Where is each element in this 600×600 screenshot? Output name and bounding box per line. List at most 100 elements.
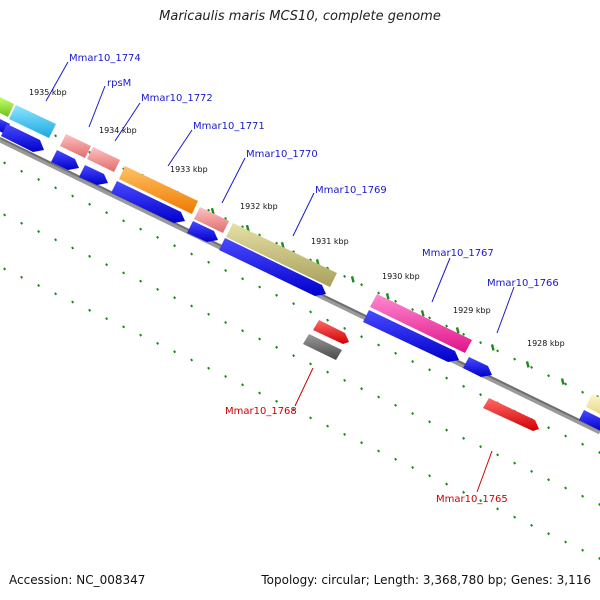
gene-label[interactable]: Mmar10_1770 — [246, 149, 318, 160]
gene-label[interactable]: Mmar10_1768 — [225, 406, 297, 417]
tick-dot — [37, 283, 41, 288]
tick-dot — [445, 324, 449, 328]
scale-label: 1934 kbp — [99, 126, 137, 135]
tick-dot — [3, 213, 7, 217]
forward-arrow — [0, 119, 10, 134]
tick-dot — [156, 235, 160, 239]
tick-dot — [377, 291, 381, 295]
tick-dot — [292, 302, 296, 306]
gene-label[interactable]: Mmar10_1765 — [436, 494, 508, 505]
tick-dot — [122, 271, 126, 275]
gene-label[interactable]: Mmar10_1774 — [69, 53, 141, 64]
tick-dot — [20, 275, 24, 279]
tick-dot — [530, 523, 534, 527]
tick-dot — [360, 335, 364, 339]
tick-dot — [581, 548, 585, 552]
tick-dot — [513, 515, 517, 519]
major-tick — [350, 276, 355, 283]
tick-dot — [241, 277, 245, 281]
tick-dot — [462, 332, 466, 336]
tick-dot — [241, 383, 245, 387]
tick-dot — [71, 300, 75, 304]
tick-dot — [326, 370, 330, 374]
tick-dot — [479, 445, 483, 449]
major-tick — [245, 224, 250, 232]
scale-label: 1933 kbp — [170, 165, 208, 174]
tick-dot — [224, 320, 228, 325]
tick-dot — [343, 326, 347, 330]
tick-dot — [445, 376, 449, 380]
tick-dot — [411, 359, 415, 364]
tick-dot — [258, 285, 262, 289]
tick-dot — [445, 482, 449, 486]
tick-dot — [139, 333, 143, 337]
tick-dot — [343, 378, 347, 382]
gene-label[interactable]: Mmar10_1769 — [315, 185, 387, 196]
tick-dot — [54, 292, 58, 296]
tick-dot — [88, 308, 92, 312]
reverse-arrow-mmar10-1768 — [313, 320, 349, 344]
tick-dot — [309, 416, 313, 420]
leader-line — [431, 257, 451, 303]
gene-bar-rpsm-a — [60, 134, 91, 158]
tick-dot — [377, 343, 381, 347]
gene-label[interactable]: Mmar10_1771 — [193, 121, 265, 132]
major-tick — [385, 293, 390, 300]
reverse-leader-lines — [294, 367, 493, 493]
tick-dot — [445, 428, 449, 432]
scale-labels: 1935 kbp 1934 kbp 1933 kbp 1932 kbp 1931… — [29, 88, 565, 348]
tick-dot — [428, 474, 432, 478]
leader-line — [45, 61, 69, 102]
leader-line — [292, 192, 315, 237]
tick-dot — [105, 211, 109, 215]
forward-arrow — [51, 150, 79, 170]
tick-dot — [360, 283, 364, 287]
leader-line — [294, 367, 314, 407]
tick-dot — [479, 499, 483, 503]
leader-line — [167, 129, 193, 167]
tick-dot — [547, 532, 551, 536]
tick-dot — [343, 274, 347, 278]
tick-dot — [156, 341, 160, 345]
tick-dot — [88, 202, 92, 206]
tick-dot — [547, 374, 551, 378]
tick-dot — [207, 312, 211, 316]
tick-dot — [88, 150, 92, 154]
tick-dot — [343, 432, 347, 436]
reverse-features — [303, 320, 539, 431]
tick-dot — [139, 279, 143, 283]
tick-dot — [479, 393, 483, 397]
forward-arrow — [579, 410, 600, 431]
tick-dot — [54, 134, 58, 138]
leader-line — [88, 85, 106, 128]
major-tick — [525, 361, 530, 368]
forward-arrow — [363, 310, 459, 362]
tick-dot — [224, 216, 228, 221]
tick-dot — [37, 229, 41, 234]
tick-dot — [190, 358, 194, 362]
gene-labels: Mmar10_1774 rpsM Mmar10_1772 Mmar10_1771… — [69, 53, 559, 505]
tick-dot — [122, 325, 126, 329]
tick-dot — [428, 368, 432, 372]
tick-dot — [105, 317, 109, 321]
tick-dot — [513, 357, 517, 361]
tick-dot — [292, 408, 296, 412]
tick-dot — [513, 461, 517, 465]
gene-bar-mmar10-1770 — [226, 223, 337, 287]
tick-dot — [377, 395, 381, 399]
gene-bar-mmar10-1771 — [194, 207, 229, 233]
tick-dot — [530, 469, 534, 473]
tick-dot — [564, 540, 568, 544]
forward-arrow — [219, 238, 326, 296]
tick-dot — [360, 441, 364, 445]
tick-dot — [377, 449, 381, 453]
tick-dot — [462, 436, 466, 440]
gene-label[interactable]: Mmar10_1766 — [487, 278, 559, 289]
gene-label[interactable]: Mmar10_1767 — [422, 248, 494, 259]
gene-bar-yellow — [586, 394, 600, 414]
forward-arrow — [1, 124, 44, 152]
tick-dot — [394, 299, 398, 303]
gene-label[interactable]: Mmar10_1772 — [141, 93, 213, 104]
gene-label[interactable]: rpsM — [107, 78, 131, 89]
tick-dot — [479, 341, 483, 345]
